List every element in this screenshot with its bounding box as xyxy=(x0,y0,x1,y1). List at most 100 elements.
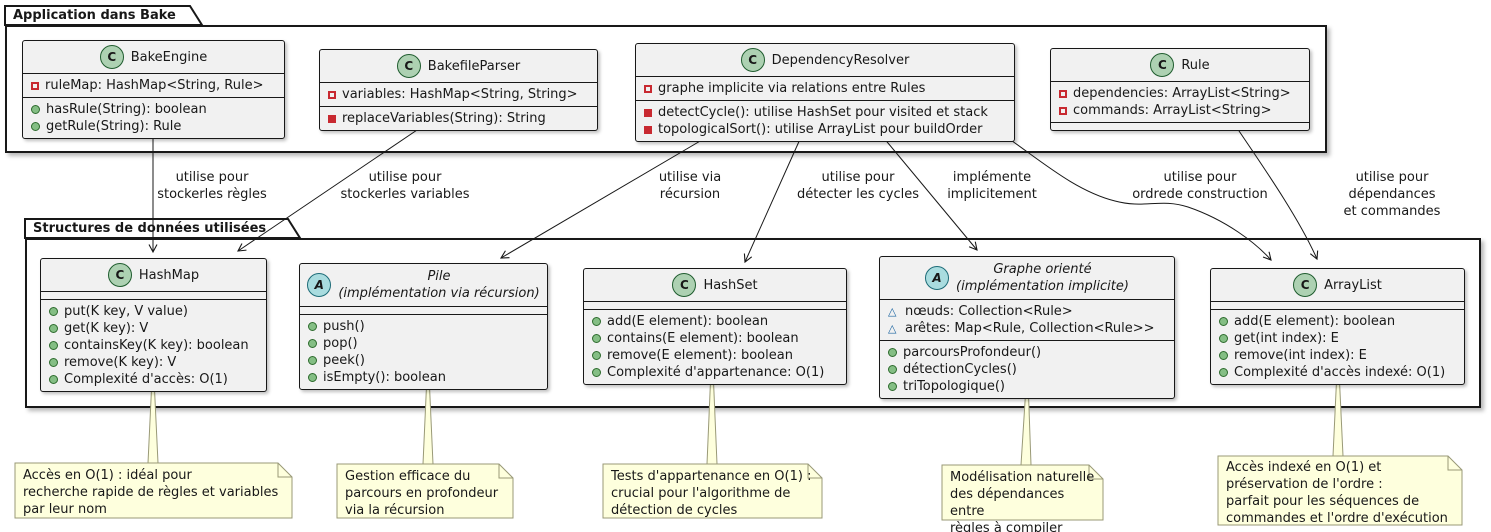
class-title: C HashMap xyxy=(41,259,266,291)
public-method-icon xyxy=(308,322,317,331)
note-hashset: Tests d'appartenance en O(1) : crucial p… xyxy=(611,469,812,518)
private-field-icon xyxy=(1059,106,1067,115)
class-member: push() xyxy=(300,318,547,335)
public-method-icon xyxy=(1219,368,1228,377)
class-graphe-oriente: A Graphe orienté (implémentation implici… xyxy=(879,256,1175,399)
member-text: contains(E element): boolean xyxy=(607,331,799,346)
public-method-icon xyxy=(49,307,58,316)
class-member: hasRule(String): boolean xyxy=(23,101,284,118)
class-title: C BakefileParser xyxy=(320,50,597,82)
member-text: nœuds: Collection<Rule> xyxy=(905,304,1073,319)
public-method-icon xyxy=(888,365,897,374)
member-text: add(E element): boolean xyxy=(1234,314,1396,329)
methods-compartment: parcoursProfondeur()détectionCycles()tri… xyxy=(880,340,1174,398)
class-name: Graphe orienté xyxy=(993,262,1092,277)
class-member: add(E element): boolean xyxy=(1211,313,1464,330)
public-method-icon xyxy=(592,351,601,360)
methods-compartment: detectCycle(): utilise HashSet pour visi… xyxy=(636,100,1014,141)
class-member: arêtes: Map<Rule, Collection<Rule>> xyxy=(880,320,1174,337)
member-text: detectCycle(): utilise HashSet pour visi… xyxy=(658,105,988,120)
member-text: dependencies: ArrayList<String> xyxy=(1073,86,1291,101)
public-method-icon xyxy=(308,373,317,382)
private-field-icon xyxy=(644,84,652,93)
class-member: détectionCycles() xyxy=(880,361,1174,378)
private-method-icon xyxy=(328,114,336,123)
public-method-icon xyxy=(31,122,40,131)
class-member: getRule(String): Rule xyxy=(23,118,284,135)
member-text: remove(K key): V xyxy=(64,355,177,370)
public-method-icon xyxy=(1219,317,1228,326)
attributes-compartment xyxy=(41,291,266,299)
class-member: graphe implicite via relations entre Rul… xyxy=(636,80,1014,97)
class-title: A Graphe orienté (implémentation implici… xyxy=(880,257,1174,299)
edge-label-stocker-variables: utilise pour stockerles variables xyxy=(340,170,470,202)
public-method-icon xyxy=(49,358,58,367)
attributes-compartment xyxy=(300,306,547,314)
class-dependencyresolver: C DependencyResolver graphe implicite vi… xyxy=(635,43,1015,142)
attributes-compartment xyxy=(584,301,846,309)
class-member: parcoursProfondeur() xyxy=(880,344,1174,361)
class-member: topologicalSort(): utilise ArrayList pou… xyxy=(636,121,1014,138)
class-icon: C xyxy=(1293,273,1318,297)
class-member: ruleMap: HashMap<String, Rule> xyxy=(23,77,284,94)
class-member: pop() xyxy=(300,335,547,352)
private-method-icon xyxy=(644,108,652,117)
class-name: Rule xyxy=(1181,57,1210,73)
class-name: HashSet xyxy=(703,277,758,293)
class-title: C Rule xyxy=(1051,49,1309,81)
public-method-icon xyxy=(31,105,40,114)
class-member: peek() xyxy=(300,352,547,369)
public-method-icon xyxy=(1219,351,1228,360)
private-field-icon xyxy=(1059,89,1067,98)
class-member: Complexité d'accès: O(1) xyxy=(41,371,266,388)
class-title: C DependencyResolver xyxy=(636,44,1014,76)
class-icon: C xyxy=(740,48,765,72)
class-member: dependencies: ArrayList<String> xyxy=(1051,85,1309,102)
class-member: remove(E element): boolean xyxy=(584,347,846,364)
class-member: remove(K key): V xyxy=(41,354,266,371)
public-method-icon xyxy=(308,339,317,348)
class-title: A Pile (implémentation via récursion) xyxy=(300,264,547,306)
note-pile: Gestion efficace du parcours en profonde… xyxy=(345,469,499,518)
class-member: replaceVariables(String): String xyxy=(320,110,597,127)
edge-label-detecter-cycles: utilise pour détecter les cycles xyxy=(797,170,919,202)
class-member: commands: ArrayList<String> xyxy=(1051,102,1309,119)
edge-label-implemente: implémente implicitement xyxy=(947,170,1037,202)
package-field-icon xyxy=(888,305,899,318)
member-text: push() xyxy=(323,319,365,334)
class-title: C ArrayList xyxy=(1211,269,1464,301)
member-text: variables: HashMap<String, String> xyxy=(342,87,578,102)
class-icon: C xyxy=(672,273,697,297)
class-subtitle: (implémentation implicite) xyxy=(956,279,1129,294)
class-hashmap: C HashMap put(K key, V value)get(K key):… xyxy=(40,258,267,392)
class-name: DependencyResolver xyxy=(771,52,910,68)
member-text: hasRule(String): boolean xyxy=(46,102,207,117)
note-arraylist: Accès indexé en O(1) et préservation de … xyxy=(1226,460,1448,526)
class-icon: C xyxy=(396,54,421,78)
public-method-icon xyxy=(1219,334,1228,343)
member-text: commands: ArrayList<String> xyxy=(1073,103,1272,118)
abstract-class-icon: A xyxy=(307,273,332,297)
class-name: Pile xyxy=(427,269,451,284)
public-method-icon xyxy=(592,368,601,377)
class-member: nœuds: Collection<Rule> xyxy=(880,303,1174,320)
class-icon: C xyxy=(107,263,132,287)
member-text: add(E element): boolean xyxy=(607,314,769,329)
member-text: triTopologique() xyxy=(903,379,1006,394)
class-member: isEmpty(): boolean xyxy=(300,369,547,386)
methods-compartment xyxy=(1051,122,1309,130)
methods-compartment: replaceVariables(String): String xyxy=(320,106,597,130)
methods-compartment: push()pop()peek()isEmpty(): boolean xyxy=(300,314,547,389)
public-method-icon xyxy=(49,375,58,384)
package-title-application: Application dans Bake xyxy=(13,8,176,23)
class-rule: C Rule dependencies: ArrayList<String> co… xyxy=(1050,48,1310,131)
member-text: Complexité d'accès indexé: O(1) xyxy=(1234,365,1446,380)
member-text: replaceVariables(String): String xyxy=(342,111,546,126)
class-title: C BakeEngine xyxy=(23,41,284,73)
edge-label-dependances-commandes: utilise pour dépendances et commandes xyxy=(1343,170,1441,219)
class-name: ArrayList xyxy=(1324,277,1382,293)
public-method-icon xyxy=(49,324,58,333)
